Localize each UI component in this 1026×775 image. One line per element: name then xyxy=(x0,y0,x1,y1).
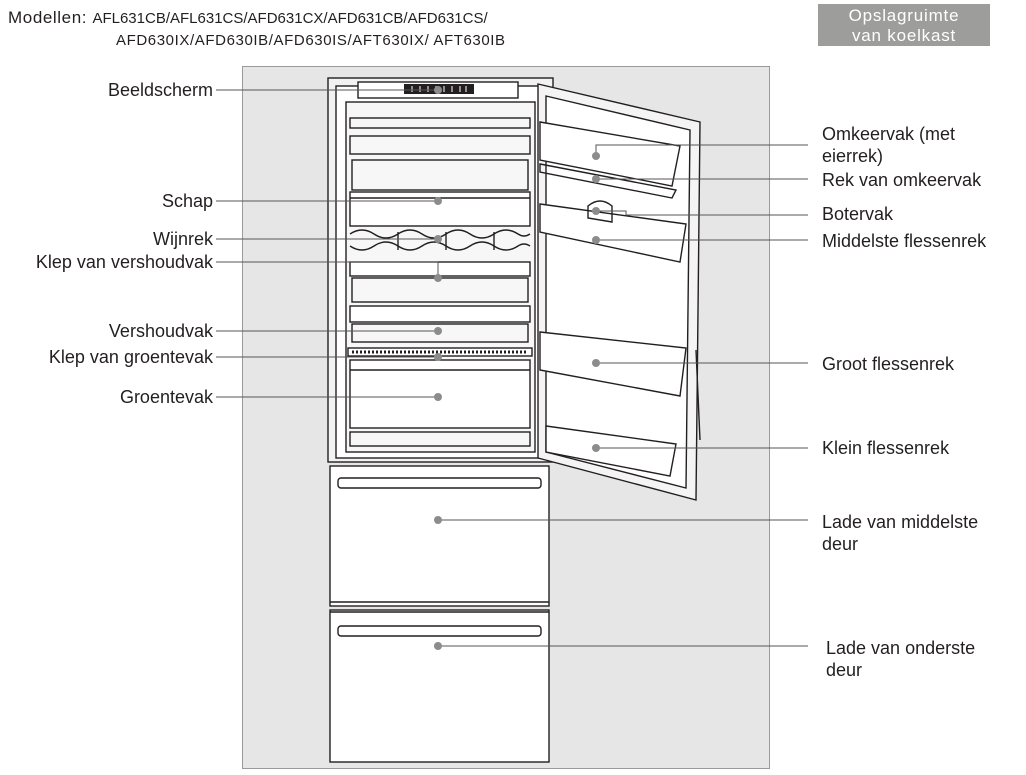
section-badge: Opslagruimte van koelkast xyxy=(818,4,990,46)
label-bottom-door-drawer-line-2: deur xyxy=(826,660,863,680)
models-heading: Modellen: AFL631CB/AFL631CS/AFD631CX/AFD… xyxy=(8,8,505,49)
models-line-2: AFD630IX/AFD630IB/AFD630IS/AFT630IX/ AFT… xyxy=(116,32,506,49)
label-vegetable-drawer: Groentevak xyxy=(119,387,213,407)
leader-lines xyxy=(216,89,808,647)
label-display: Beeldscherm xyxy=(107,80,213,100)
label-large-bottle-rack: Groot flessenrek xyxy=(822,354,955,374)
label-middle-door-drawer-line-2: deur xyxy=(822,534,859,554)
section-badge-line-1: Opslagruimte xyxy=(848,6,960,25)
label-freshness-box: Vershoudvak xyxy=(108,321,213,341)
section-badge-line-2: van koelkast xyxy=(851,26,957,45)
label-bottom-door-drawer-line-1: Lade van onderste xyxy=(826,638,976,658)
middle-drawer xyxy=(329,465,550,607)
label-bottom-door-drawer: Lade van onderste deur xyxy=(826,637,975,681)
label-butter-box: Botervak xyxy=(822,204,894,224)
label-wine-rack: Wijnrek xyxy=(152,229,213,249)
label-reversible-rack: Rek van omkeervak xyxy=(822,170,982,190)
label-middle-door-drawer-line-1: Lade van middelste xyxy=(822,512,979,532)
label-freshness-flap: Klep van vershoudvak xyxy=(35,252,213,272)
label-middle-door-drawer: Lade van middelste deur xyxy=(822,511,978,555)
marker-dots xyxy=(434,86,600,650)
label-reversible-bin-line-1: Omkeervak (met xyxy=(822,124,956,144)
label-vegetable-flap: Klep van groentevak xyxy=(48,347,213,367)
label-middle-bottle-rack: Middelste flessenrek xyxy=(822,231,987,251)
bottom-drawer xyxy=(329,609,550,763)
models-line-1: AFL631CB/AFL631CS/AFD631CX/AFD631CB/AFD6… xyxy=(92,10,488,27)
label-reversible-bin-line-2: eierrek) xyxy=(822,146,884,166)
label-reversible-bin: Omkeervak (met eierrek) xyxy=(822,123,955,167)
fridge-illustration xyxy=(327,77,701,763)
models-label: Modellen: xyxy=(8,8,88,27)
label-small-bottle-rack: Klein flessenrek xyxy=(822,438,950,458)
label-shelf: Schap xyxy=(161,191,213,211)
